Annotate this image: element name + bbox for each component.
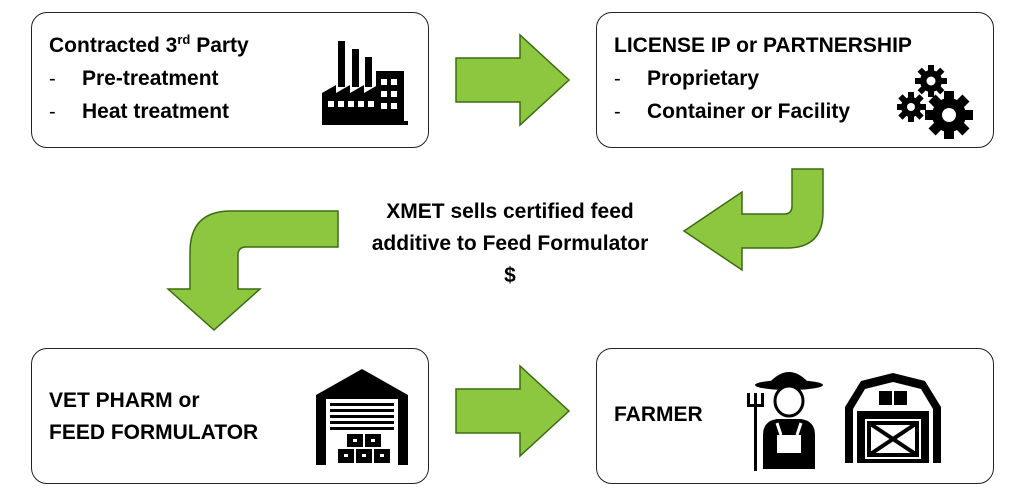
vet-pharm-box: VET PHARM or FEED FORMULATOR [31, 348, 429, 484]
title-prefix: Contracted 3 [49, 34, 178, 57]
arrow-curve-down-left [682, 168, 824, 272]
arrow-curve-left-down [166, 210, 339, 332]
contracted-party-box: Contracted 3rd Party - Pre-treatment - H… [31, 12, 429, 148]
gears-icon [897, 65, 973, 139]
title-suffix: Party [190, 34, 249, 57]
bullet-dash: - [614, 101, 621, 123]
arrow-right-top [455, 33, 571, 127]
warehouse-icon [316, 369, 408, 465]
license-partnership-box: LICENSE IP or PARTNERSHIP - Proprietary … [596, 12, 994, 148]
vet-pharm-line-2: FEED FORMULATOR [49, 421, 259, 444]
farmer-box: FARMER [596, 348, 994, 484]
factory-icon [322, 41, 408, 125]
farmer-icon [747, 372, 823, 471]
item-heat-treatment: Heat treatment [82, 100, 230, 123]
sales-line-1: XMET sells certified feed [386, 200, 634, 223]
sales-line-2: additive to Feed Formulator [371, 232, 649, 255]
item-pre-treatment: Pre-treatment [82, 67, 219, 90]
contracted-party-title: Contracted 3rd Party [49, 30, 249, 62]
arrow-right-bottom [455, 364, 571, 458]
barn-icon [845, 373, 941, 463]
item-container-facility: Container or Facility [647, 100, 851, 123]
license-title: LICENSE IP or PARTNERSHIP [614, 34, 912, 57]
farmer-title: FARMER [614, 403, 703, 426]
sales-description: XMET sells certified feed additive to Fe… [330, 196, 690, 292]
item-proprietary: Proprietary [647, 67, 760, 90]
bullet-dash: - [614, 68, 621, 90]
title-superscript: rd [177, 32, 191, 47]
sales-line-3: $ [504, 264, 516, 287]
vet-pharm-line-1: VET PHARM or [49, 389, 200, 412]
bullet-dash: - [49, 68, 56, 90]
bullet-dash: - [49, 101, 56, 123]
